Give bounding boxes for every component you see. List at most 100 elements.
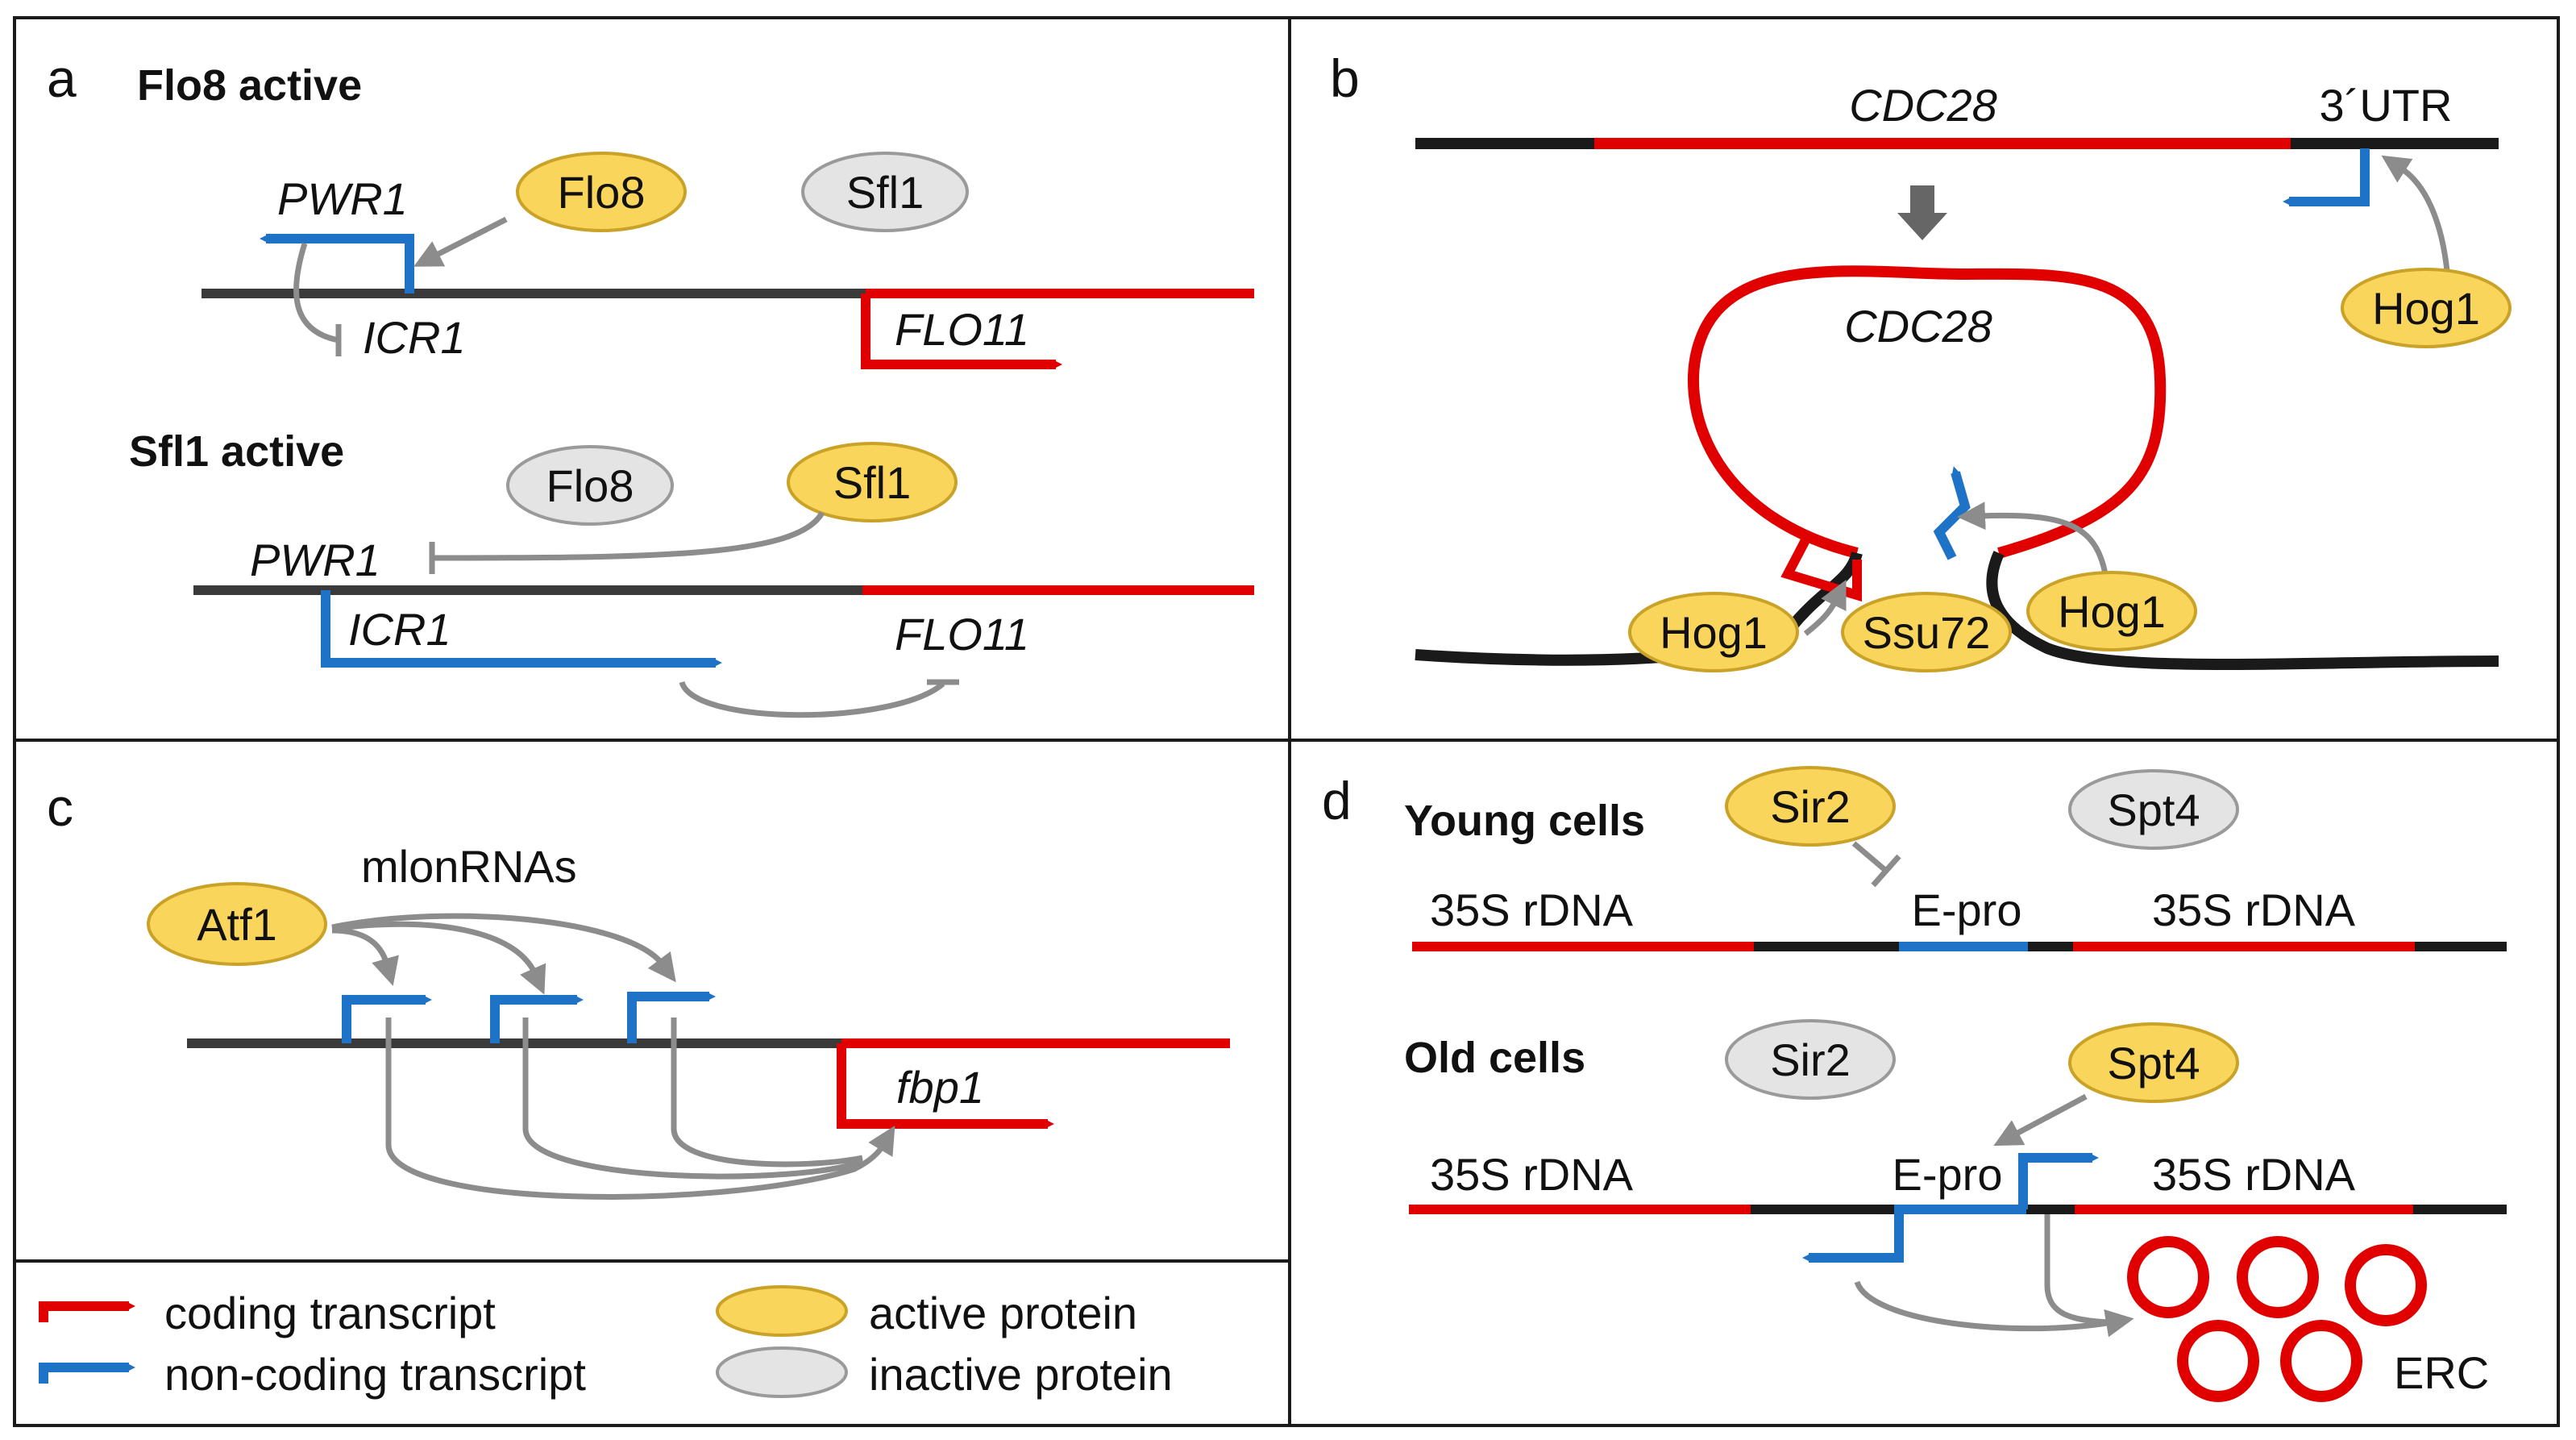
legend-noncoding-label: non-coding transcript [164, 1349, 586, 1400]
sir2-active-label: Sir2 [1770, 781, 1851, 832]
panel-c-mlon3-to-fbp1 [671, 1018, 863, 1167]
panel-c-letter: c [47, 777, 73, 837]
panel-c-atf1-to-mlon3 [331, 913, 676, 983]
panel-a-top-flo11-label: FLO11 [895, 304, 1029, 355]
panel-d-old-sir2: Sir2 [1725, 1019, 1896, 1100]
panel-b-hog1-left: Hog1 [1628, 592, 1799, 672]
panel-d-old-rdna-right: 35S rDNA [2152, 1149, 2356, 1200]
erc-circle-4 [2177, 1320, 2259, 1402]
panel-a-bottom-flo8-protein: Flo8 [506, 445, 674, 526]
erc-circle-2 [2237, 1236, 2319, 1318]
panel-a-top-flo8-activation [413, 216, 508, 267]
panel-b: b CDC28 3´UTR Hog1 CDC28 Hog1 [1330, 48, 2512, 672]
spt4-inactive-label: Spt4 [2107, 785, 2200, 835]
panel-a-top-icr1-label: ICR1 [363, 312, 466, 363]
spt4-active-ellipse [2068, 1022, 2239, 1103]
panel-d-sir2-inhibition-bar [1871, 854, 1901, 888]
atf1-ellipse [147, 882, 327, 966]
panel-b-cdc28-label-top: CDC28 [1849, 80, 1997, 131]
panel-d-young-epro: E-pro [1912, 884, 2022, 935]
panel-d-young-rdna-right: 35S rDNA [2152, 884, 2356, 935]
panel-frames [13, 16, 2560, 1427]
panel-d-reverse-to-erc [1854, 1280, 2134, 1338]
sfl1-inactive-label: Sfl1 [846, 167, 924, 218]
panel-a-top-pwr1-arrow [260, 234, 414, 293]
sir2-active-ellipse [1725, 766, 1896, 847]
panel-c-mlonrnas-label: mlonRNAs [361, 841, 577, 892]
panel-d-old-epro: E-pro [1893, 1149, 2003, 1200]
hog1-label-top: Hog1 [2372, 283, 2480, 334]
flo8-inactive-ellipse [506, 445, 674, 526]
panel-b-dna-right-base [1986, 551, 2499, 670]
panel-d-forward-to-erc [2044, 1214, 2111, 1326]
panel-d-old-spt4: Spt4 [2068, 1022, 2239, 1103]
panel-a-top-sfl1-protein: Sfl1 [801, 152, 969, 232]
panel-d-erc-label: ERC [2394, 1347, 2489, 1398]
flo8-active-ellipse [516, 152, 687, 232]
panel-b-utr-label: 3´UTR [2320, 80, 2453, 131]
hog1-ellipse-right [2026, 571, 2197, 651]
panel-b-hog1-top: Hog1 [2341, 268, 2512, 348]
panel-b-letter: b [1330, 48, 1360, 108]
sir2-inactive-ellipse [1725, 1019, 1896, 1100]
legend-active-label: active protein [869, 1288, 1137, 1338]
panel-a-bottom-icr1-arrow [321, 590, 722, 668]
sir2-inactive-label: Sir2 [1770, 1034, 1851, 1085]
atf1-label: Atf1 [197, 899, 277, 950]
panel-d-heading-old: Old cells [1404, 1034, 1585, 1082]
panel-d-young-sir2: Sir2 [1725, 766, 1896, 847]
legend-inactive-ellipse [716, 1346, 848, 1398]
panel-c-atf1-to-mlon1 [331, 927, 399, 986]
panel-c-fbp1-label: fbp1 [896, 1062, 984, 1113]
panel-a-bottom-icr1-inhibition [679, 680, 945, 718]
panel-a-top-inhibition-curve [293, 242, 339, 343]
panel-b-loop-antisense-arrow [1933, 466, 1971, 560]
legend: coding transcript non-coding transcript … [39, 1285, 1173, 1400]
panel-a-bottom-flo11-label: FLO11 [895, 609, 1029, 660]
panel-b-transition-arrow [1897, 185, 1947, 240]
panel-d-spt4-activation [1993, 1093, 2088, 1147]
erc-circle-5 [2280, 1320, 2362, 1402]
panel-b-ssu72: Ssu72 [1841, 592, 2012, 672]
legend-frame [13, 1259, 1291, 1427]
panel-b-hog1-left-activation [1803, 579, 1847, 636]
legend-coding-arrow [39, 1301, 135, 1322]
erc-circle-1 [2127, 1236, 2209, 1318]
panel-a: a Flo8 active FLO11 PWR1 ICR1 Flo8 Sfl1 … [47, 48, 1254, 718]
ssu72-ellipse [1841, 592, 2012, 672]
panel-a-top-flo8-protein: Flo8 [516, 152, 687, 232]
panel-d-letter: d [1322, 771, 1352, 830]
panel-a-bottom-sfl1-inhibition [431, 511, 825, 561]
flo8-inactive-label: Flo8 [546, 460, 634, 511]
panel-b-cdc28-label-loop: CDC28 [1844, 301, 1992, 352]
flo8-active-label: Flo8 [558, 167, 646, 218]
legend-inactive-label: inactive protein [869, 1349, 1173, 1400]
panel-a-top-pwr1-label: PWR1 [277, 173, 408, 224]
panel-d-frame [1288, 739, 2560, 1427]
sfl1-inactive-ellipse [801, 152, 969, 232]
panel-b-utr-antisense-arrow [2283, 148, 2370, 206]
panel-a-bottom-icr1-label: ICR1 [348, 604, 451, 655]
panel-b-hog1-to-utr [2381, 155, 2450, 272]
panel-b-hog1-right-activation [1957, 502, 2109, 575]
panel-d-young-rdna-left: 35S rDNA [1430, 884, 1634, 935]
panel-b-hog1-right: Hog1 [2026, 571, 2197, 651]
hog1-ellipse-top [2341, 268, 2512, 348]
panel-a-heading-sfl1-active: Sfl1 active [129, 427, 344, 476]
spt4-active-label: Spt4 [2107, 1038, 2200, 1088]
panel-d-old-rdna-left: 35S rDNA [1430, 1149, 1634, 1200]
panel-b-gene-loop [1687, 265, 2167, 559]
panel-c-atf1: Atf1 [147, 882, 327, 966]
hog1-label-right: Hog1 [2058, 586, 2166, 637]
panel-c-atf1-to-mlon2 [331, 921, 546, 995]
hog1-ellipse-left [1628, 592, 1799, 672]
legend-noncoding-arrow [39, 1363, 135, 1384]
panel-d-heading-young: Young cells [1404, 797, 1645, 845]
sfl1-active-ellipse [787, 442, 958, 522]
panel-d: d Young cells Sir2 Spt4 35S rDNA E-pro 3… [1322, 766, 2507, 1402]
panel-a-bottom-pwr1-label: PWR1 [250, 535, 380, 585]
panel-c-mlonrna-arrow-2 [490, 995, 584, 1043]
panel-c-mlon2-to-fbp1 [522, 1018, 864, 1180]
panel-a-letter: a [47, 48, 77, 108]
